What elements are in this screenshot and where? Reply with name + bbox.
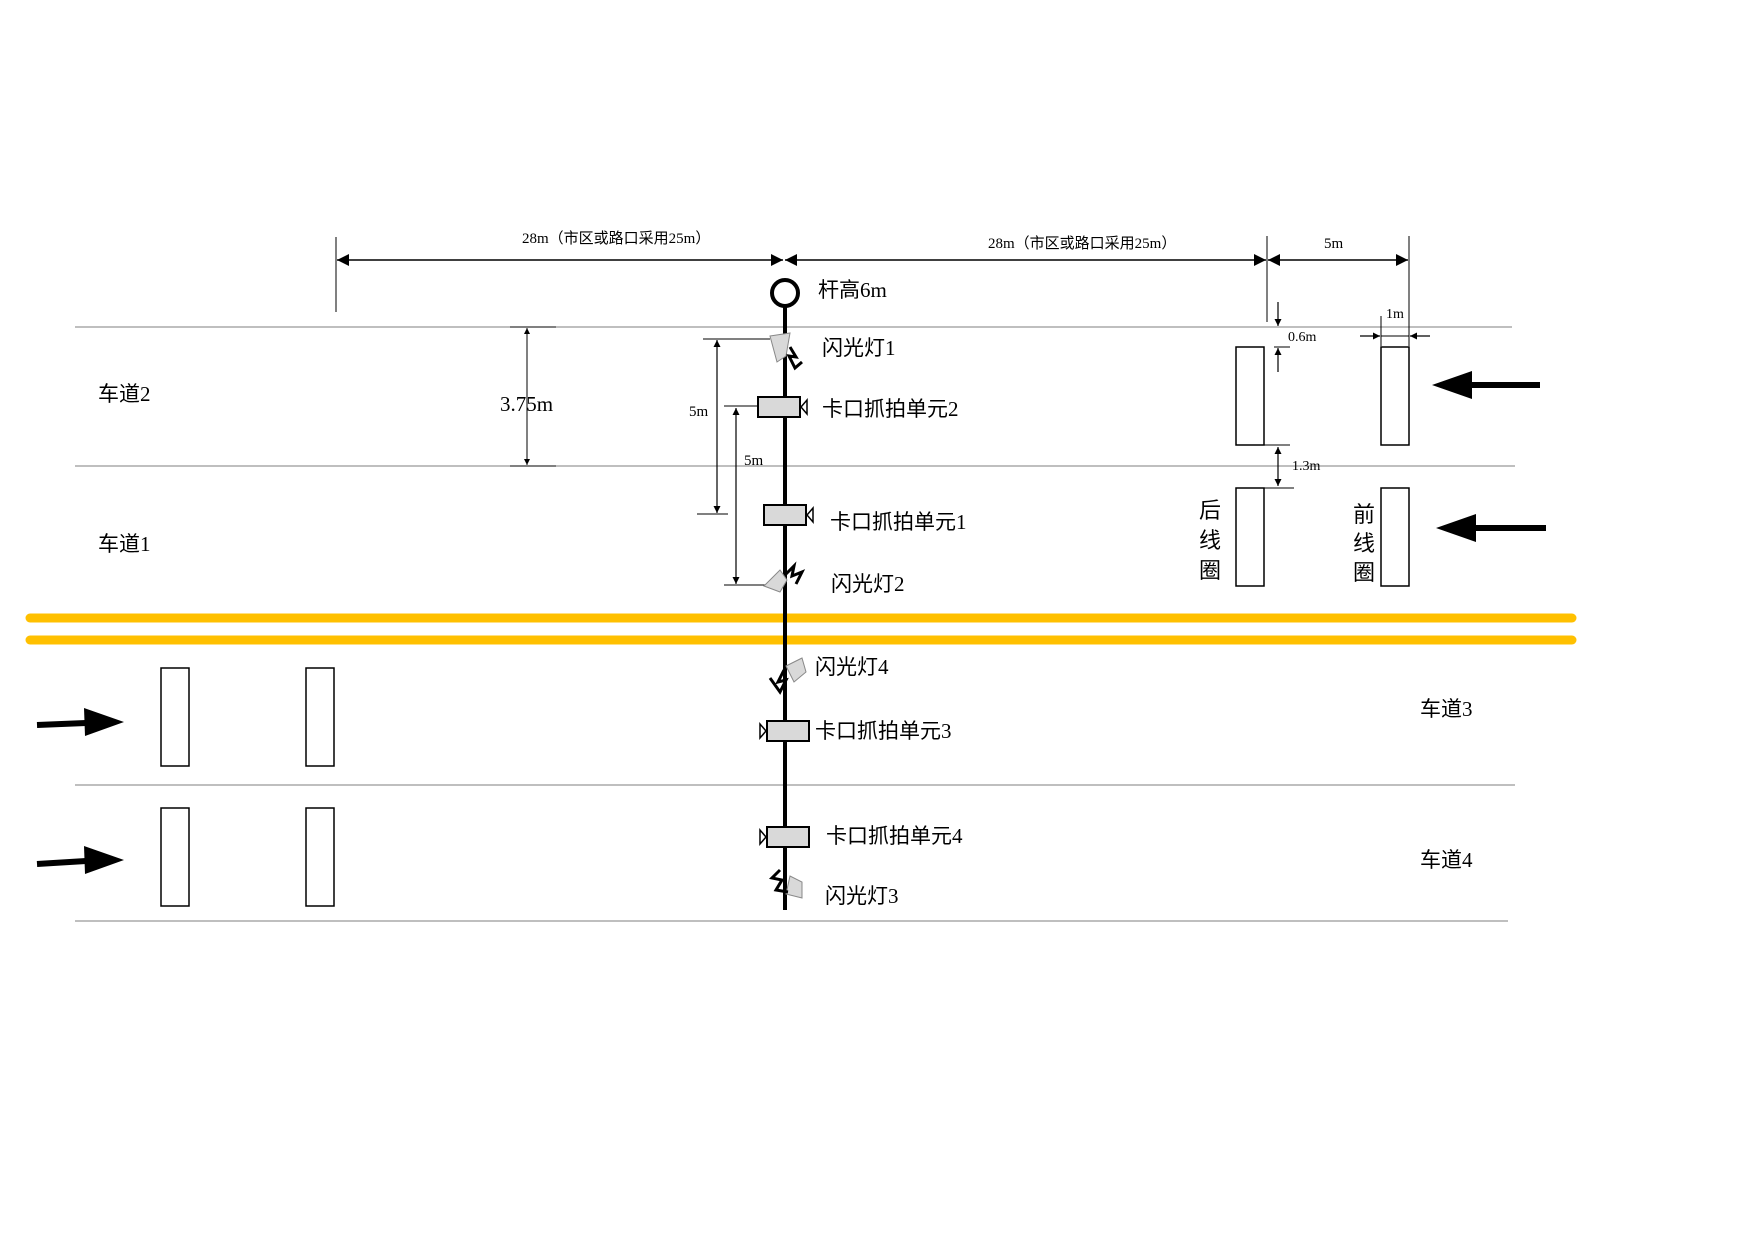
flash-light-1-label: 闪光灯1 (822, 336, 896, 360)
center-double-yellow-line (25, 613, 1577, 645)
lane-width-dimension: 3.75m (500, 326, 556, 467)
capture-unit-2: 卡口抓拍单元2 (757, 396, 959, 421)
front-loop-lane1 (1380, 487, 1410, 587)
lane-3-label: 车道3 (1420, 697, 1473, 721)
cam-spacing-a-label: 5m (689, 404, 709, 420)
loop-lane3-b (305, 667, 335, 767)
svg-text:后: 后 (1199, 498, 1221, 523)
svg-text:圈: 圈 (1353, 560, 1375, 585)
capture-unit-1-label: 卡口抓拍单元1 (830, 510, 967, 534)
capture-unit-4: 卡口抓拍单元4 (759, 824, 963, 848)
pole-height-label: 杆高6m (818, 278, 887, 302)
camera-spacing-dimensions: 5m 5m (689, 338, 776, 586)
camera-icon (763, 504, 807, 526)
capture-unit-2-label: 卡口抓拍单元2 (822, 397, 959, 421)
arrow-right-icon (36, 846, 124, 874)
svg-text:线: 线 (1199, 528, 1221, 553)
front-loop-label: 前 线 圈 (1353, 502, 1375, 585)
flash-light-4: 闪光灯4 (768, 655, 889, 695)
camera-icon (766, 826, 810, 848)
flash-light-1: 闪光灯1 (769, 332, 896, 371)
loop-gap-label: 1.3m (1292, 459, 1321, 474)
flash-light-icon (785, 657, 807, 683)
rear-loop-lane1 (1235, 487, 1265, 587)
rear-loop-label: 后 线 圈 (1199, 498, 1221, 583)
lane-1-label: 车道1 (98, 532, 151, 556)
camera-icon (766, 720, 810, 742)
flash-light-4-label: 闪光灯4 (815, 655, 889, 679)
svg-text:前: 前 (1353, 502, 1375, 527)
loop-span-label: 5m (1324, 236, 1344, 252)
flash-light-icon (763, 569, 788, 593)
detection-loops-right: 0.6m 1.3m 1m 后 线 圈 前 线 圈 (1199, 302, 1430, 587)
cam-spacing-b-label: 5m (744, 453, 764, 469)
pole-top-icon (770, 278, 800, 308)
lens-icon (759, 721, 767, 741)
lightning-icon (786, 346, 803, 371)
lightning-icon (768, 868, 789, 894)
direction-arrows (36, 371, 1546, 874)
capture-unit-3-label: 卡口抓拍单元3 (815, 719, 952, 743)
arrow-right-icon (36, 708, 124, 736)
lane-width-label: 3.75m (500, 392, 553, 416)
loop-lane4-b (305, 807, 335, 907)
lane-2-label: 车道2 (98, 382, 151, 406)
flash-light-icon (785, 875, 803, 899)
flash-light-icon (769, 332, 791, 363)
lightning-icon (768, 669, 789, 695)
capture-unit-3: 卡口抓拍单元3 (759, 719, 952, 743)
right-span-label: 28m（市区或路口采用25m） (988, 235, 1176, 252)
flash-light-3-label: 闪光灯3 (825, 884, 899, 908)
rear-loop-lane2 (1235, 346, 1265, 446)
loop-lane3-a (160, 667, 190, 767)
flash-light-2: 闪光灯2 (763, 561, 905, 596)
lens-icon (759, 827, 767, 847)
left-span-label: 28m（市区或路口采用25m） (522, 230, 710, 247)
svg-text:线: 线 (1353, 531, 1375, 556)
lane-4-label: 车道4 (1420, 848, 1473, 872)
flash-light-3: 闪光灯3 (768, 868, 899, 908)
loop-offset-label: 0.6m (1288, 330, 1317, 345)
capture-unit-4-label: 卡口抓拍单元4 (826, 824, 963, 848)
svg-text:圈: 圈 (1199, 558, 1221, 583)
lens-icon (800, 397, 808, 417)
arrow-left-icon (1436, 514, 1546, 542)
lightning-icon (784, 561, 806, 585)
capture-unit-1: 卡口抓拍单元1 (763, 504, 967, 534)
loop-width-label: 1m (1386, 307, 1404, 322)
camera-icon (757, 396, 801, 418)
top-dimensions: 28m（市区或路口采用25m） 28m（市区或路口采用25m） 5m (335, 230, 1410, 330)
lens-icon (806, 505, 814, 525)
detection-loops-left (160, 667, 335, 907)
loop-lane4-a (160, 807, 190, 907)
front-loop-lane2 (1380, 346, 1410, 446)
flash-light-2-label: 闪光灯2 (831, 572, 905, 596)
arrow-left-icon (1432, 371, 1540, 399)
